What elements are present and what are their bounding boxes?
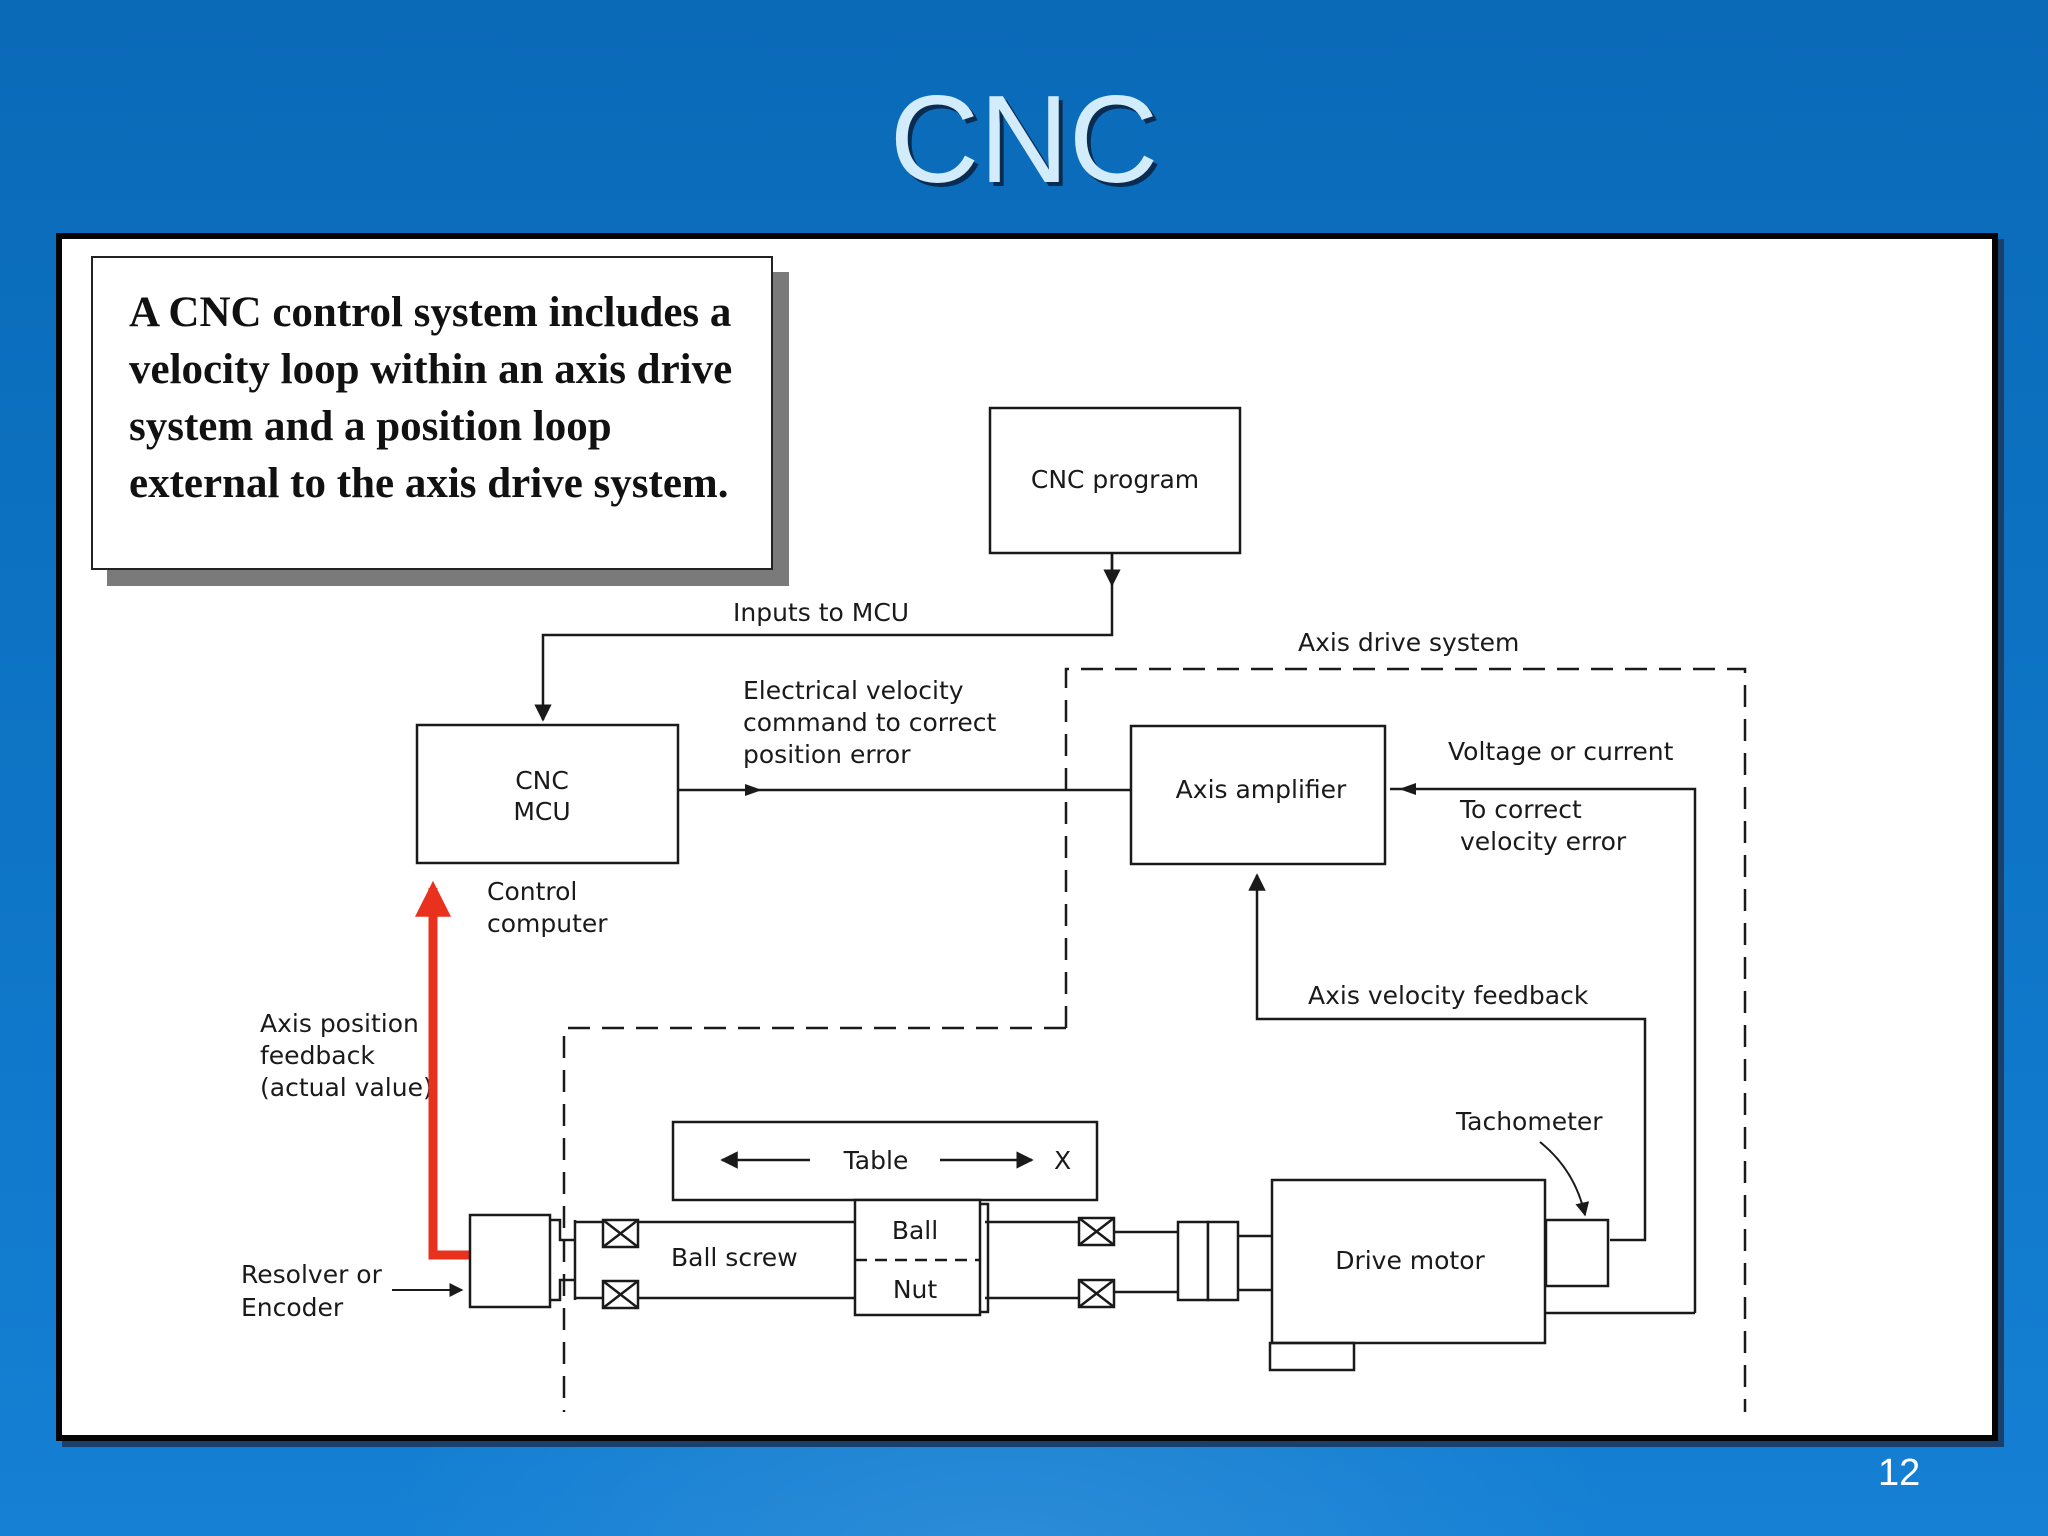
resolver-encoder-box: [468, 1213, 552, 1309]
velocity-command-label-line3: position error: [743, 740, 911, 769]
x-axis-label: X: [1054, 1146, 1071, 1175]
control-computer-label-line2: computer: [487, 909, 608, 938]
motor-shaft: [1114, 1230, 1272, 1294]
drive-motor-foot: [1268, 1341, 1356, 1372]
bearing-left-top: [601, 1218, 640, 1249]
axis-drive-system-label: Axis drive system: [1298, 628, 1519, 657]
motor-supply-arrowhead: [1399, 783, 1416, 795]
axis-drive-system-boundary: [562, 667, 1747, 1412]
motor-supply-line: [1390, 787, 1697, 1313]
to-correct-velocity-error-line1: To correct: [1459, 795, 1582, 824]
ball-nut-flange: [980, 1202, 990, 1314]
inputs-to-mcu-label: Inputs to MCU: [733, 598, 909, 627]
ball-screw-shaft: [573, 1220, 1080, 1300]
cnc-program-box: [988, 406, 1242, 555]
ball-screw-label: Ball screw: [671, 1243, 798, 1272]
axis-amplifier-label: Axis amplifier: [1176, 775, 1347, 804]
drive-motor-label: Drive motor: [1335, 1246, 1485, 1275]
ball-label: Ball: [892, 1216, 938, 1245]
velocity-feedback-line: [1248, 873, 1647, 1242]
tachometer-box: [1544, 1218, 1610, 1288]
bearing-left-bottom: [601, 1279, 640, 1310]
drive-motor-box: [1270, 1178, 1547, 1345]
slide-number: 12: [1878, 1452, 1921, 1494]
encoder-coupling: [550, 1218, 575, 1302]
velocity-command-label-line1: Electrical velocity: [743, 676, 964, 705]
bearing-right-bottom: [1077, 1278, 1116, 1309]
position-feedback-arrow: [415, 880, 470, 1260]
bearing-right-top: [1077, 1216, 1116, 1247]
voltage-or-current-label: Voltage or current: [1448, 737, 1674, 766]
table-label: Table: [843, 1146, 909, 1175]
caption-text: A CNC control system includes a velocity…: [129, 289, 733, 507]
caption-box: A CNC control system includes a velocity…: [91, 256, 773, 570]
axis-position-feedback-line3: (actual value): [260, 1073, 433, 1102]
slide-title: CNC: [889, 71, 1159, 209]
velocity-command-arrowhead: [745, 784, 762, 796]
ball-nut-box: [853, 1198, 982, 1317]
axis-position-feedback-line2: feedback: [260, 1041, 375, 1070]
velocity-command-label-line2: command to correct: [743, 708, 997, 737]
control-computer-label-line1: Control: [487, 877, 577, 906]
shaft-coupling: [1176, 1220, 1240, 1302]
nut-label: Nut: [893, 1275, 938, 1304]
axis-velocity-feedback-label: Axis velocity feedback: [1308, 981, 1589, 1010]
axis-position-feedback-line1: Axis position: [260, 1009, 419, 1038]
tachometer-label: Tachometer: [1455, 1107, 1603, 1136]
tachometer-pointer: [1539, 1141, 1590, 1217]
cnc-program-label: CNC program: [1031, 465, 1199, 494]
resolver-encoder-label-line2: Encoder: [241, 1293, 344, 1322]
cnc-mcu-label-line2: MCU: [513, 797, 570, 826]
to-correct-velocity-error-line2: velocity error: [1460, 827, 1627, 856]
inputs-to-mcu-line: [534, 553, 1114, 722]
cnc-mcu-box: [415, 723, 680, 865]
resolver-encoder-label-line1: Resolver or: [241, 1260, 383, 1289]
cnc-mcu-label-line1: CNC: [515, 766, 569, 795]
axis-amplifier-box: [1129, 724, 1387, 866]
